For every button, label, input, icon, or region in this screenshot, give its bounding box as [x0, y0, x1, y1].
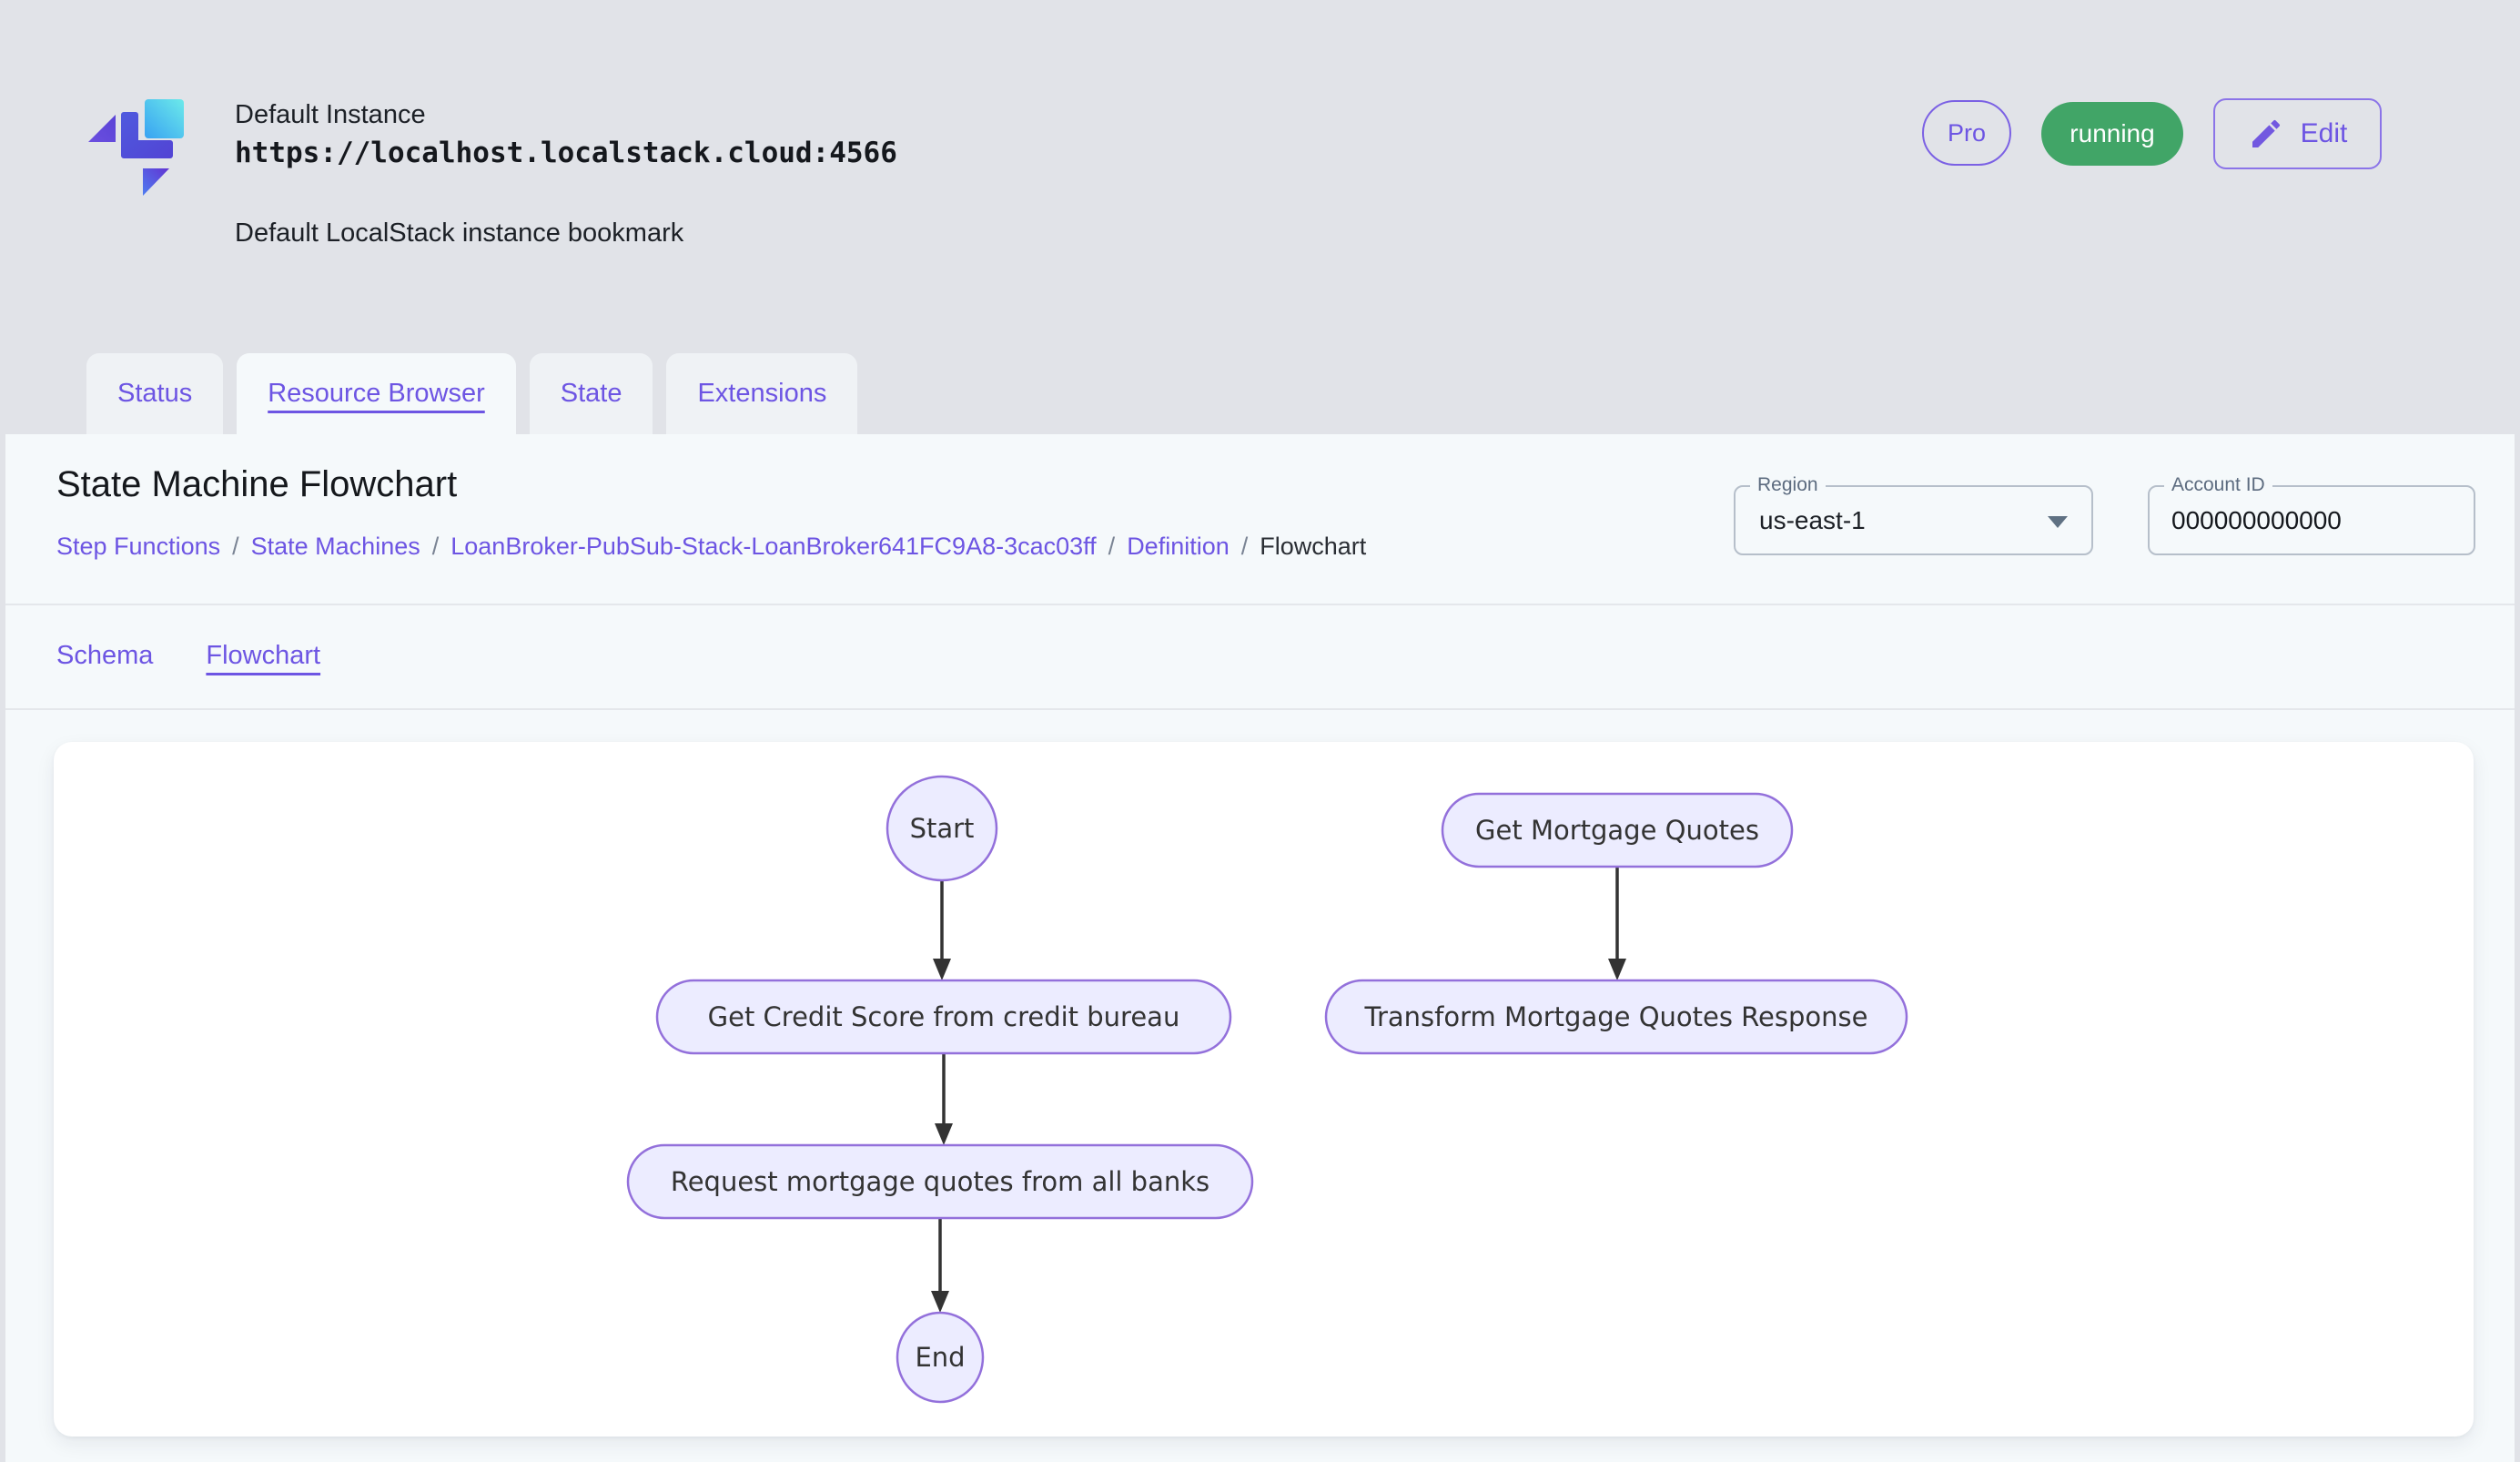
flow-node-transform: Transform Mortgage Quotes Response [1324, 979, 1908, 1055]
caret-down-icon [2048, 515, 2068, 528]
flow-node-label: Request mortgage quotes from all banks [671, 1166, 1209, 1197]
edit-button-label: Edit [2300, 118, 2348, 148]
flow-edge-credit-to-request [935, 1053, 953, 1145]
flow-node-label: Get Mortgage Quotes [1475, 815, 1759, 846]
flow-node-mortgage: Get Mortgage Quotes [1441, 792, 1794, 868]
flow-edge-mortgage-to-transform [1608, 867, 1626, 980]
region-select-value: us-east-1 [1759, 505, 1866, 534]
flow-node-credit: Get Credit Score from credit bureau [655, 979, 1232, 1055]
flow-node-start: Start [886, 775, 998, 882]
flow-edge-request-to-end [931, 1218, 949, 1313]
flow-node-request: Request mortgage quotes from all banks [626, 1143, 1254, 1220]
flow-edge-start-to-credit [933, 880, 951, 980]
breadcrumb-item-definition[interactable]: Definition [1127, 533, 1230, 560]
account-id-input[interactable] [2171, 487, 2444, 553]
page-title: State Machine Flowchart [56, 464, 458, 504]
view-tab-flowchart[interactable]: Flowchart [206, 640, 321, 670]
region-select-label: Region [1750, 475, 1826, 494]
breadcrumb-item-flowchart: Flowchart [1260, 533, 1367, 560]
breadcrumb-item-step-functions[interactable]: Step Functions [56, 533, 221, 560]
account-id-field: Account ID [2148, 475, 2475, 555]
breadcrumb-item-state-machines[interactable]: State Machines [250, 533, 420, 560]
flow-node-label: End [915, 1342, 965, 1373]
pro-badge: Pro [1922, 100, 2011, 166]
instance-url: https://localhost.localstack.cloud:4566 [235, 137, 897, 169]
flow-node-label: Start [910, 813, 975, 844]
pencil-icon [2252, 119, 2280, 147]
view-tabs: Schema Flowchart [56, 628, 320, 683]
breadcrumb-separator: / [1108, 533, 1116, 560]
breadcrumb-item-loanbroker-pubsub-stack-loanbroker641fc9[interactable]: LoanBroker-PubSub-Stack-LoanBroker641FC9… [450, 533, 1097, 560]
breadcrumb-separator: / [1240, 533, 1249, 560]
localstack-logo [88, 99, 184, 196]
tab-status[interactable]: Status [86, 353, 224, 434]
breadcrumb-separator: / [232, 533, 239, 560]
flow-node-label: Transform Mortgage Quotes Response [1364, 1001, 1868, 1032]
breadcrumb-separator: / [431, 533, 440, 560]
instance-name: Default Instance [235, 100, 426, 129]
tab-state[interactable]: State [529, 353, 653, 434]
view-tab-schema[interactable]: Schema [56, 640, 154, 670]
divider [5, 604, 2515, 605]
running-status-badge: running [2041, 102, 2183, 166]
region-select[interactable]: Region us-east-1 [1734, 475, 2093, 555]
flow-node-label: Get Credit Score from credit bureau [708, 1001, 1180, 1032]
instance-description: Default LocalStack instance bookmark [235, 218, 684, 248]
flow-node-end: End [896, 1311, 985, 1404]
tab-resource-browser[interactable]: Resource Browser [237, 353, 516, 434]
tab-extensions[interactable]: Extensions [666, 353, 858, 434]
breadcrumb: Step Functions / State Machines / LoanBroker… [56, 533, 1366, 561]
divider [5, 708, 2515, 710]
edit-button[interactable]: Edit [2213, 98, 2382, 169]
